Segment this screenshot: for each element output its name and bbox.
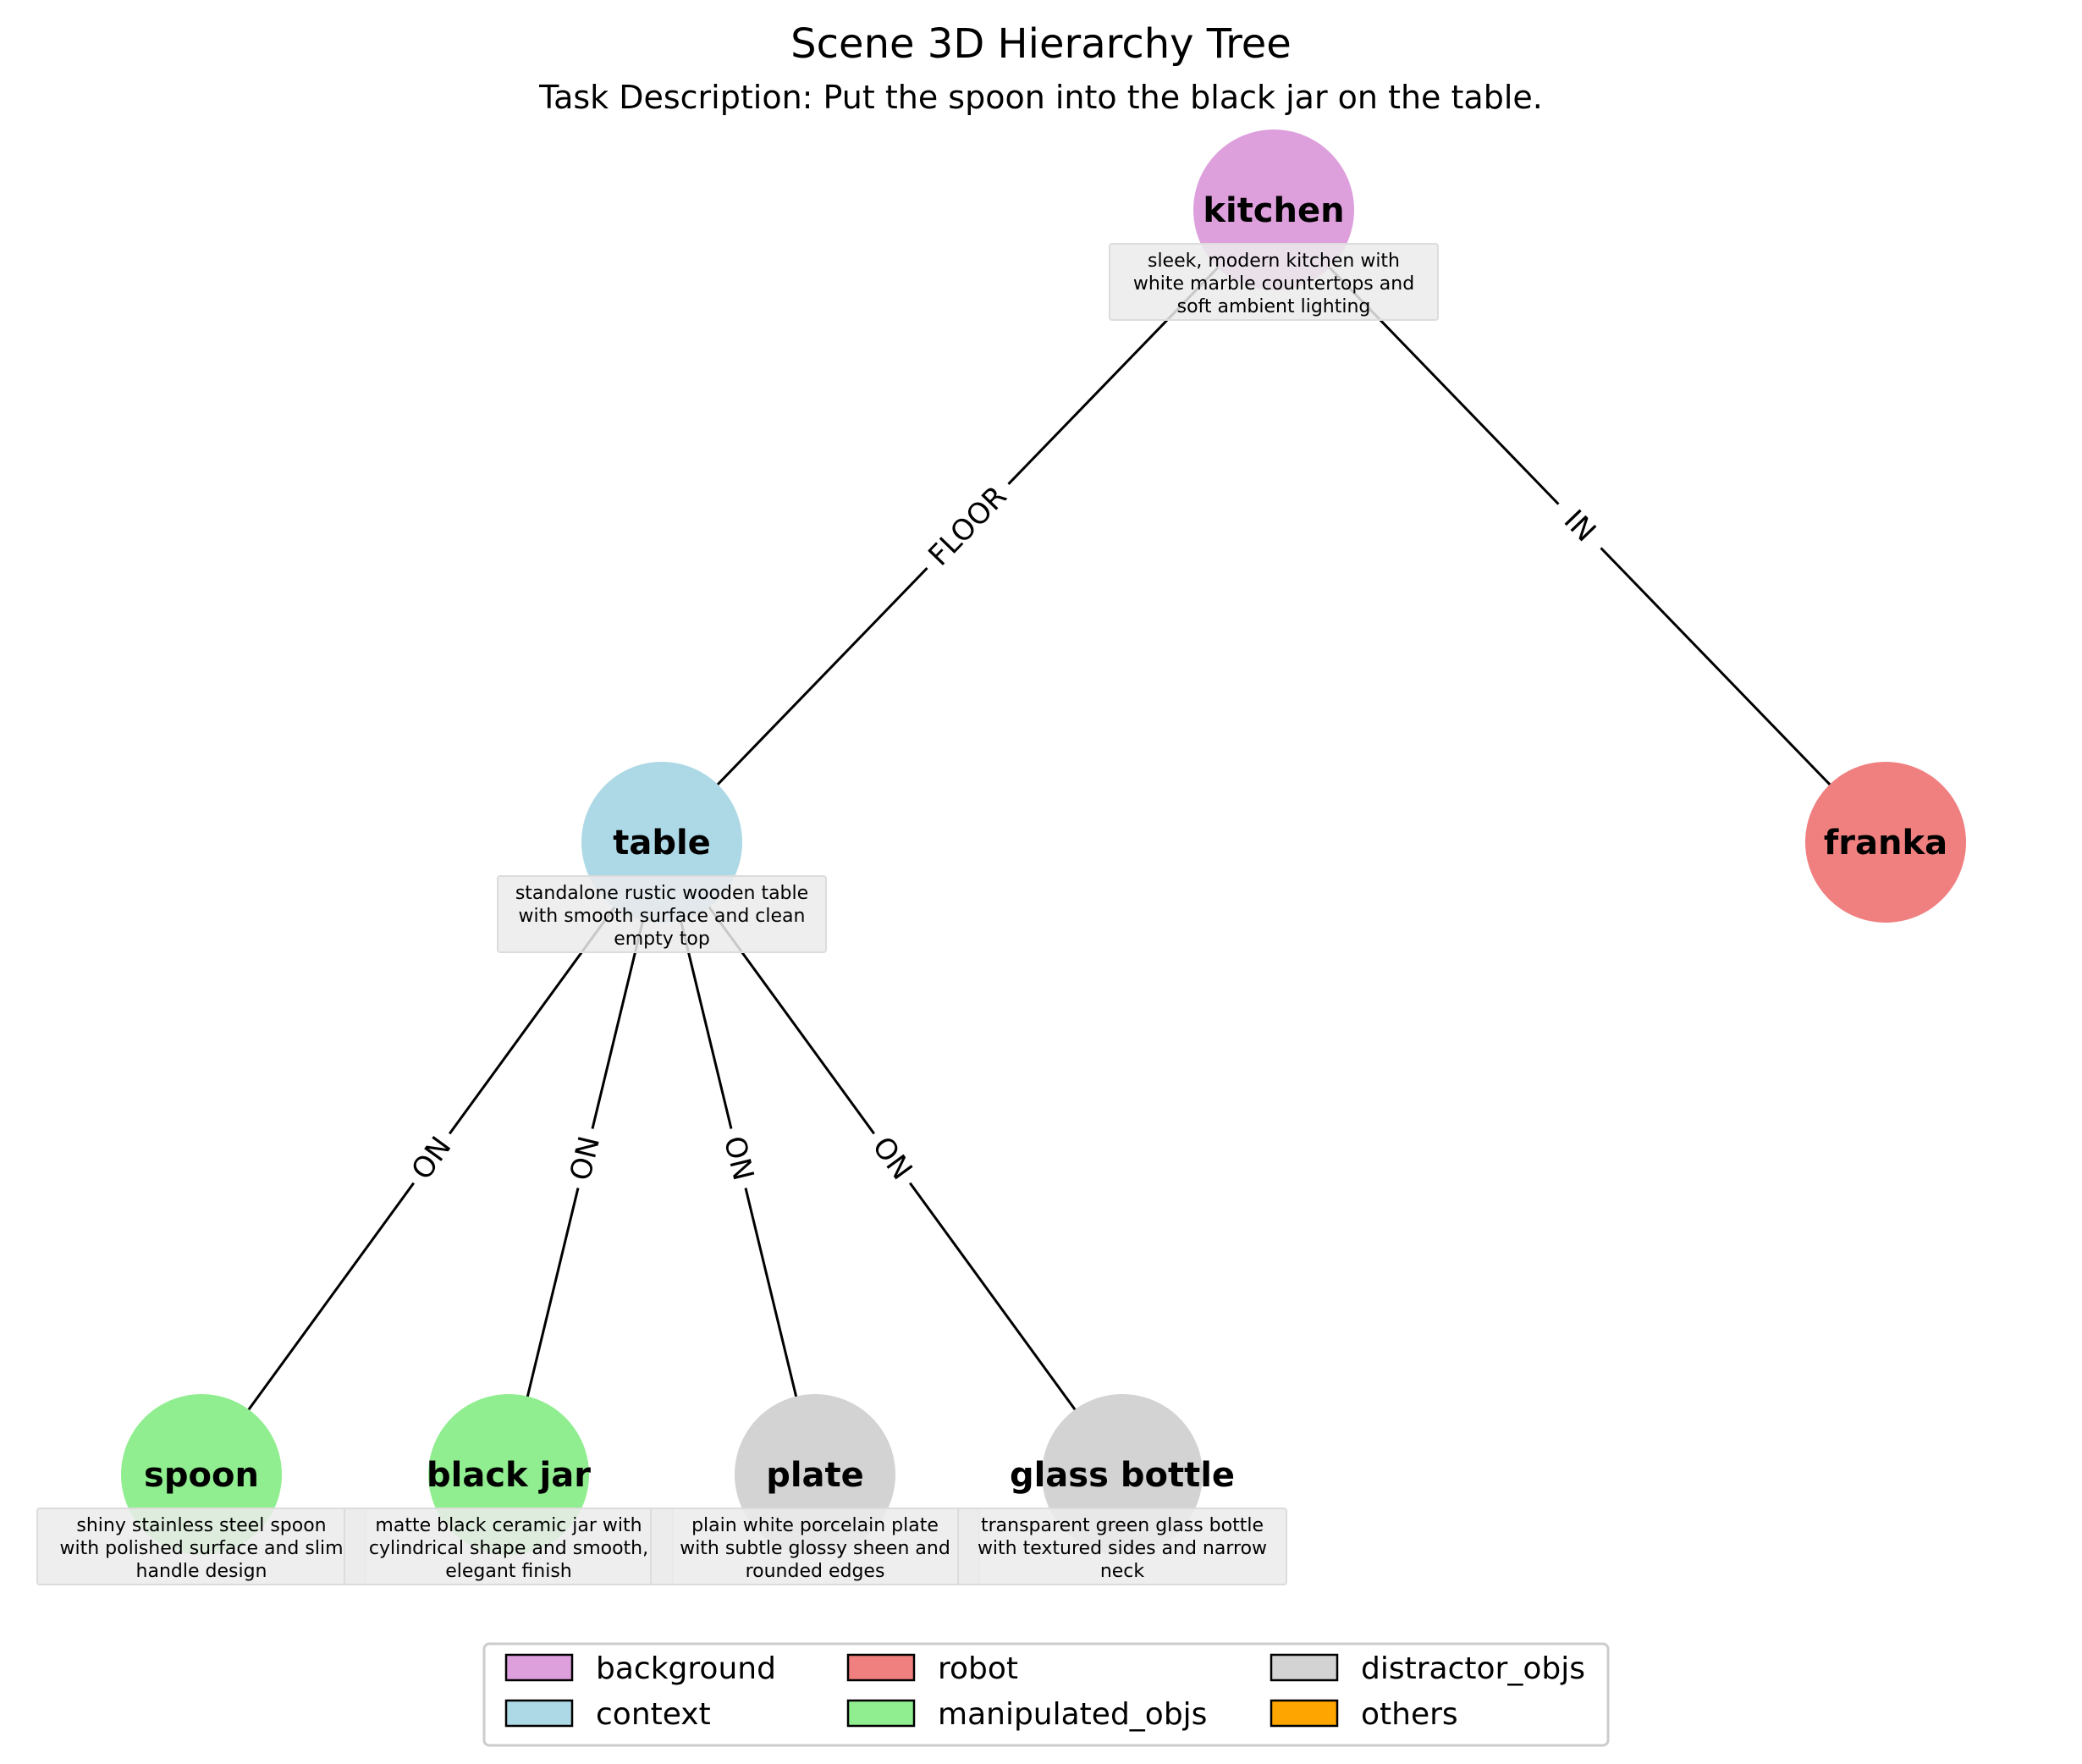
description-line: with smooth surface and clean (519, 906, 806, 927)
node-label: table (613, 824, 711, 863)
description-line: plain white porcelain plate (691, 1515, 939, 1536)
description-line: standalone rustic wooden table (515, 883, 808, 904)
node-description-black-jar: matte black ceramic jar withcylindrical … (344, 1508, 674, 1585)
edge-label: ON (865, 1131, 918, 1187)
description-line: empty top (614, 929, 710, 950)
node-circle (1805, 762, 1966, 923)
diagram-title: Scene 3D Hierarchy Tree (790, 20, 1292, 68)
legend-item-context: context (504, 1697, 711, 1732)
legend-item-distractor-objs: distractor_objs (1270, 1651, 1585, 1686)
legend-item-others: others (1270, 1697, 1458, 1732)
description-line: rounded edges (746, 1561, 885, 1582)
task-description: Task Description: Put the spoon into the… (538, 79, 1543, 116)
node-label: spoon (144, 1456, 259, 1495)
nodes-layer: kitchen table franka spoon black jar plate gla… (121, 130, 1966, 1555)
description-box (957, 1508, 1287, 1585)
description-box (497, 875, 827, 953)
legend: background context robot manipulated_objs di… (482, 1642, 1610, 1747)
legend-swatch (846, 1653, 916, 1682)
edge-label: ON (405, 1131, 458, 1187)
legend-label: manipulated_objs (938, 1697, 1207, 1732)
description-line: handle design (136, 1561, 267, 1582)
legend-label: distractor_objs (1361, 1651, 1585, 1686)
description-line: shiny stainless steel spoon (76, 1515, 326, 1536)
description-line: elegant finish (445, 1561, 572, 1582)
description-line: white marble countertops and (1133, 273, 1414, 295)
node-label: plate (766, 1456, 864, 1495)
node-franka: franka (1805, 762, 1966, 923)
description-line: sleek, modern kitchen with (1148, 251, 1400, 272)
edge-label: FLOOR (922, 479, 1013, 572)
description-line: soft ambient lighting (1177, 296, 1371, 317)
legend-label: others (1361, 1697, 1458, 1732)
description-line: matte black ceramic jar with (375, 1515, 642, 1536)
description-line: neck (1100, 1561, 1145, 1582)
description-line: with subtle glossy sheen and (680, 1538, 950, 1559)
edges-layer: FLOOR IN ON ON ON ON (200, 208, 1887, 1475)
legend-label: robot (938, 1651, 1018, 1686)
description-line: transparent green glass bottle (981, 1515, 1264, 1536)
legend-swatch (504, 1699, 574, 1728)
description-line: with polished surface and slim (59, 1538, 343, 1559)
legend-label: background (596, 1651, 776, 1686)
legend-swatch (846, 1699, 916, 1728)
node-label: black jar (427, 1456, 591, 1495)
legend-swatch (504, 1653, 574, 1682)
description-line: with textured sides and narrow (978, 1538, 1267, 1559)
legend-item-manipulated-objs: manipulated_objs (846, 1697, 1207, 1732)
node-label: glass bottle (1010, 1456, 1235, 1495)
node-label: franka (1824, 824, 1947, 863)
legend-label: context (596, 1697, 711, 1732)
legend-item-background: background (504, 1651, 776, 1686)
edge-label: ON (717, 1133, 760, 1183)
legend-swatch (1270, 1699, 1339, 1728)
description-line: cylindrical shape and smooth, (369, 1538, 648, 1559)
description-box (1109, 243, 1439, 321)
legend-item-robot: robot (846, 1651, 1018, 1686)
legend-swatch (1270, 1653, 1339, 1682)
edge-label: ON (564, 1133, 607, 1183)
node-label: kitchen (1203, 191, 1344, 230)
edge-label: IN (1557, 504, 1602, 548)
